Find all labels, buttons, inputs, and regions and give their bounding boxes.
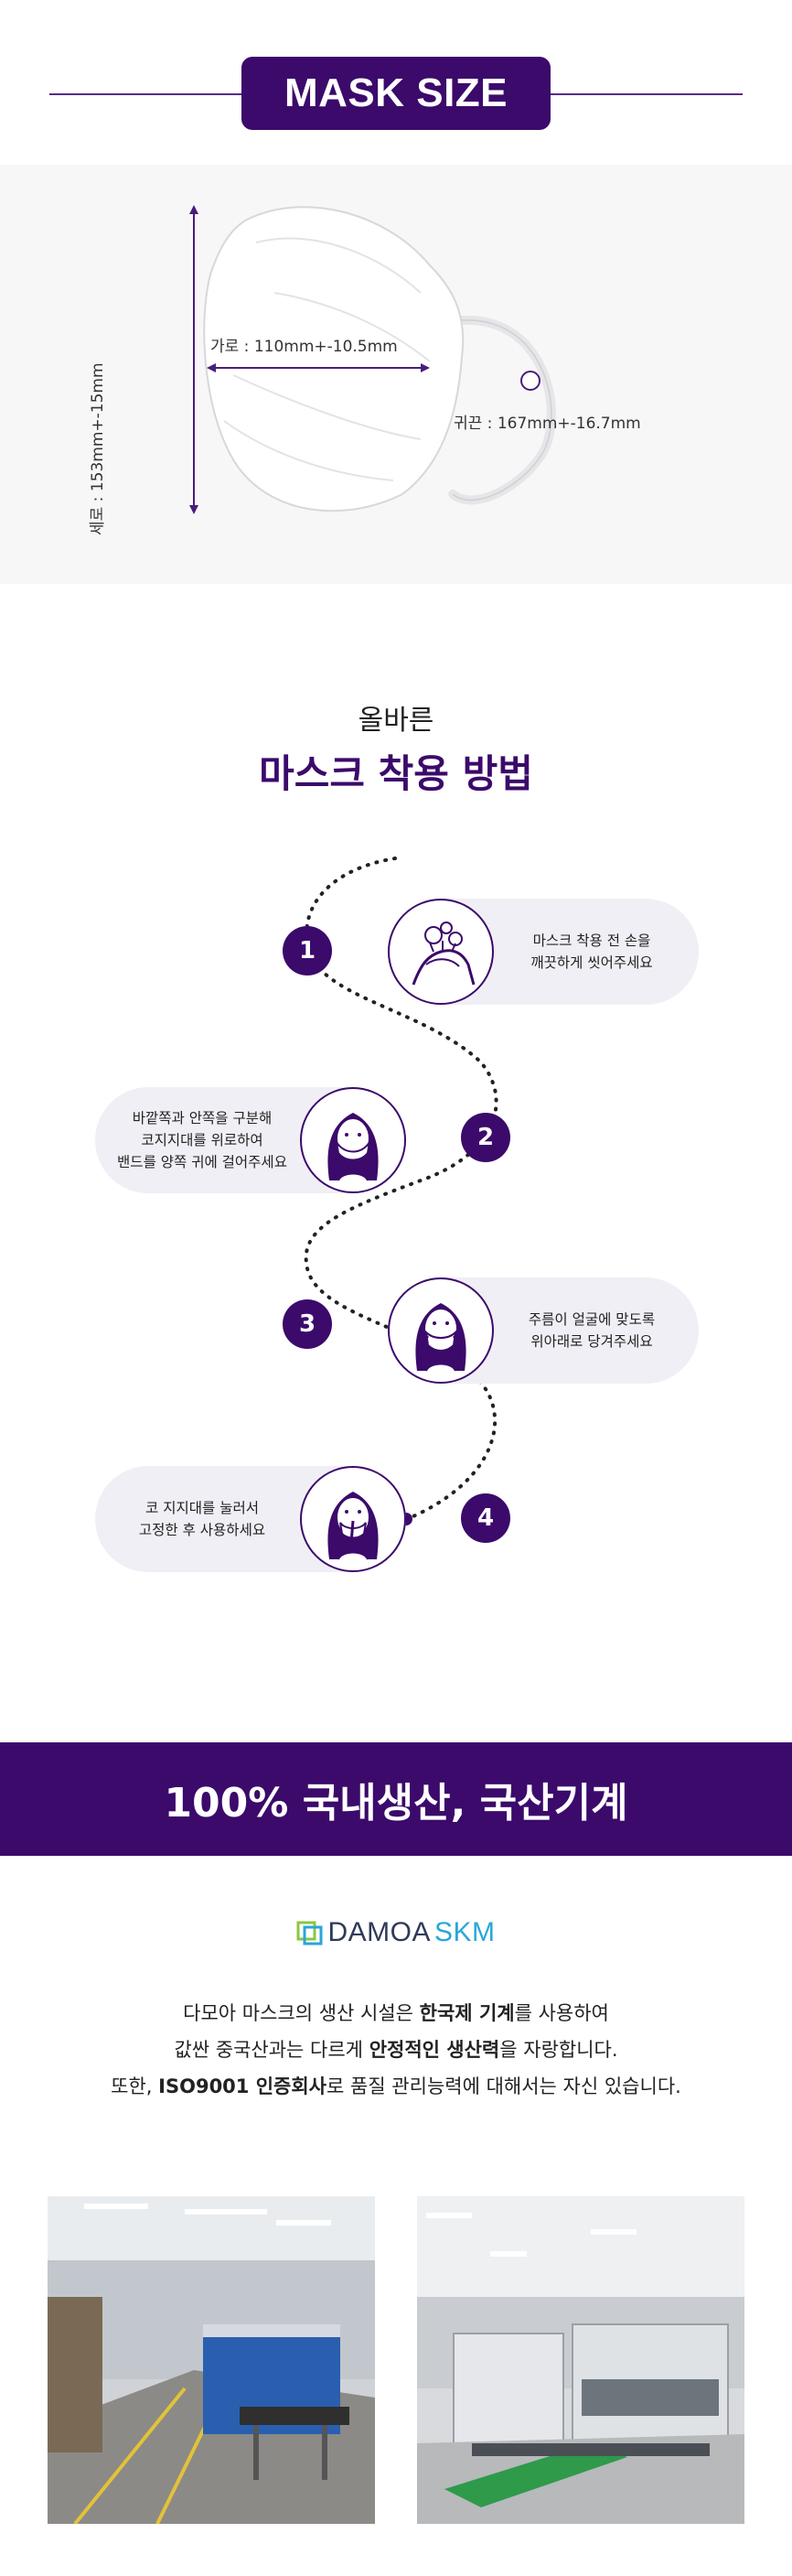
mask-size-title: MASK SIZE	[241, 57, 551, 130]
production-description: 다모아 마스크의 생산 시설은 한국제 기계를 사용하여 값싼 중국산과는 다르…	[0, 1995, 792, 2105]
step-1-text: 마스크 착용 전 손을 깨끗하게 씻어주세요	[530, 932, 653, 971]
brand-name: DAMOA	[327, 1917, 431, 1947]
step-2-text: 바깥쪽과 안쪽을 구분해 코지지대를 위로하여 밴드를 양쪽 귀에 걸어주세요	[117, 1110, 287, 1170]
height-arrow-top	[189, 205, 198, 214]
woman-adjust-mask-icon	[388, 1277, 494, 1384]
brand-suffix: SKM	[434, 1917, 496, 1947]
step-2-card: 바깥쪽과 안쪽을 구분해 코지지대를 위로하여 밴드를 양쪽 귀에 걸어주세요	[95, 1087, 406, 1193]
ear-loop-outline	[452, 319, 552, 501]
mask-size-header: MASK SIZE	[0, 55, 792, 132]
domestic-production-banner: 100% 국내생산, 국산기계	[0, 1742, 792, 1856]
mask-body-shape	[203, 206, 465, 512]
brand-logo: DAMOA SKM	[0, 1914, 792, 1951]
damoa-logo-icon	[296, 1921, 323, 1945]
step-4-number: 4	[461, 1493, 510, 1543]
ear-loop-marker	[520, 371, 540, 391]
width-arrow-right	[421, 363, 430, 372]
step-3-number: 3	[283, 1299, 332, 1349]
step-1-card: 마스크 착용 전 손을 깨끗하게 씻어주세요	[388, 899, 699, 1005]
factory-photo-2	[417, 2196, 744, 2524]
mask-size-panel: 세로 : 153mm+-15mm 가로 : 110mm+-10.5mm 귀끈 :…	[0, 165, 792, 584]
height-arrow-bottom	[189, 505, 198, 514]
step-1-number: 1	[283, 926, 332, 975]
woman-press-nose-icon	[300, 1466, 406, 1572]
step-2-number: 2	[461, 1113, 510, 1162]
hand-wash-icon	[388, 899, 494, 1005]
description-line-3: 또한, ISO9001 인증회사로 품질 관리능력에 대해서는 자신 있습니다.	[111, 2075, 681, 2097]
mask-fold-line	[223, 420, 394, 481]
mask-fold-line	[273, 292, 431, 362]
ear-loop-label: 귀끈 : 167mm+-16.7mm	[454, 415, 641, 433]
width-label: 가로 : 110mm+-10.5mm	[210, 338, 398, 356]
woman-ear-loop-icon	[300, 1087, 406, 1193]
method-title: 마스크 착용 방법	[259, 751, 533, 796]
step-3-card: 주름이 얼굴에 맞도록 위아래로 당겨주세요	[388, 1277, 699, 1384]
method-subtitle: 올바른	[358, 705, 434, 737]
mask-fold-line	[232, 374, 422, 440]
height-label: 세로 : 153mm+-15mm	[89, 362, 107, 535]
step-3-text: 주름이 얼굴에 맞도록 위아래로 당겨주세요	[528, 1311, 656, 1350]
description-line-2: 값싼 중국산과는 다르게 안정적인 생산력을 자랑합니다.	[174, 2039, 618, 2061]
step-4-text: 코 지지대를 눌러서 고정한 후 사용하세요	[138, 1500, 266, 1538]
mask-fold-line	[255, 237, 422, 294]
step-4-card: 코 지지대를 눌러서 고정한 후 사용하세요	[95, 1466, 406, 1572]
mask-illustration	[189, 205, 556, 514]
width-arrow-left	[207, 363, 216, 372]
factory-photo-1	[48, 2196, 375, 2524]
description-line-1: 다모아 마스크의 생산 시설은 한국제 기계를 사용하여	[183, 2002, 609, 2024]
